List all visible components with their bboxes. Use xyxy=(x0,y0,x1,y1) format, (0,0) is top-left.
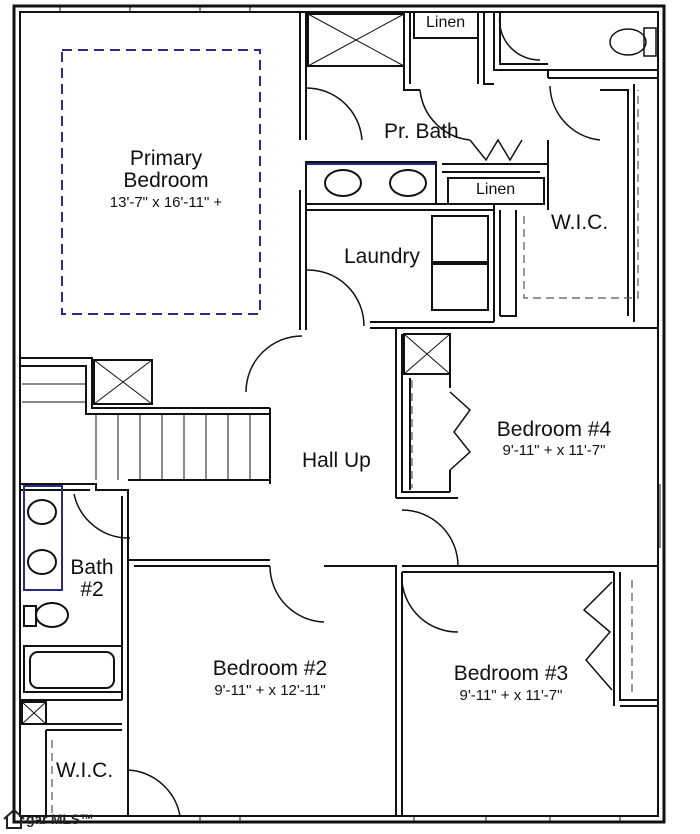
room-label-linen-bottom: Linen xyxy=(476,181,516,198)
room-dimensions: 9'-11" + x 11'-7" xyxy=(459,687,563,705)
tray-ceiling xyxy=(61,49,261,315)
logo-text: gar MLS™ xyxy=(26,811,94,827)
shelf-line xyxy=(523,90,639,299)
room-label-wic-lower: W.I.C. xyxy=(56,759,114,782)
room-dimensions: 13'-7" x 16'-11" + xyxy=(109,194,223,212)
room-label-bedroom4: Bedroom #4 9'-11" + x 11'-7" xyxy=(486,418,622,460)
mls-logo: gar MLS™ xyxy=(2,806,94,832)
closet-box xyxy=(21,701,47,725)
toilet xyxy=(609,27,657,57)
dryer xyxy=(431,263,489,311)
room-label-bedroom3: Bedroom #3 9'-11" + x 11'-7" xyxy=(436,662,586,705)
room-label-primary-bedroom: Primary Bedroom 13'-7" x 16'-11" + xyxy=(96,147,236,212)
house-icon xyxy=(3,808,25,829)
room-label-laundry: Laundry xyxy=(344,245,420,268)
room-label-pr-bath: Pr. Bath xyxy=(384,120,459,143)
washer xyxy=(431,215,489,263)
room-label-linen-top: Linen xyxy=(426,14,466,31)
room-label-bath2: Bath #2 xyxy=(70,556,114,602)
room-label-bedroom2: Bedroom #2 9'-11" + x 12'-11" xyxy=(190,657,350,700)
room-dimensions: 9'-11" + x 11'-7" xyxy=(502,442,606,460)
room-dimensions: 9'-11" + x 12'-11" xyxy=(214,682,326,700)
stair-box xyxy=(93,359,153,405)
room-label-hall-up: Hall Up xyxy=(302,449,371,472)
linen-closet xyxy=(447,177,545,205)
room-label-wic-primary: W.I.C. xyxy=(551,211,609,234)
bathtub xyxy=(23,645,123,693)
vanity xyxy=(23,485,63,591)
exterior-wall xyxy=(12,4,666,824)
